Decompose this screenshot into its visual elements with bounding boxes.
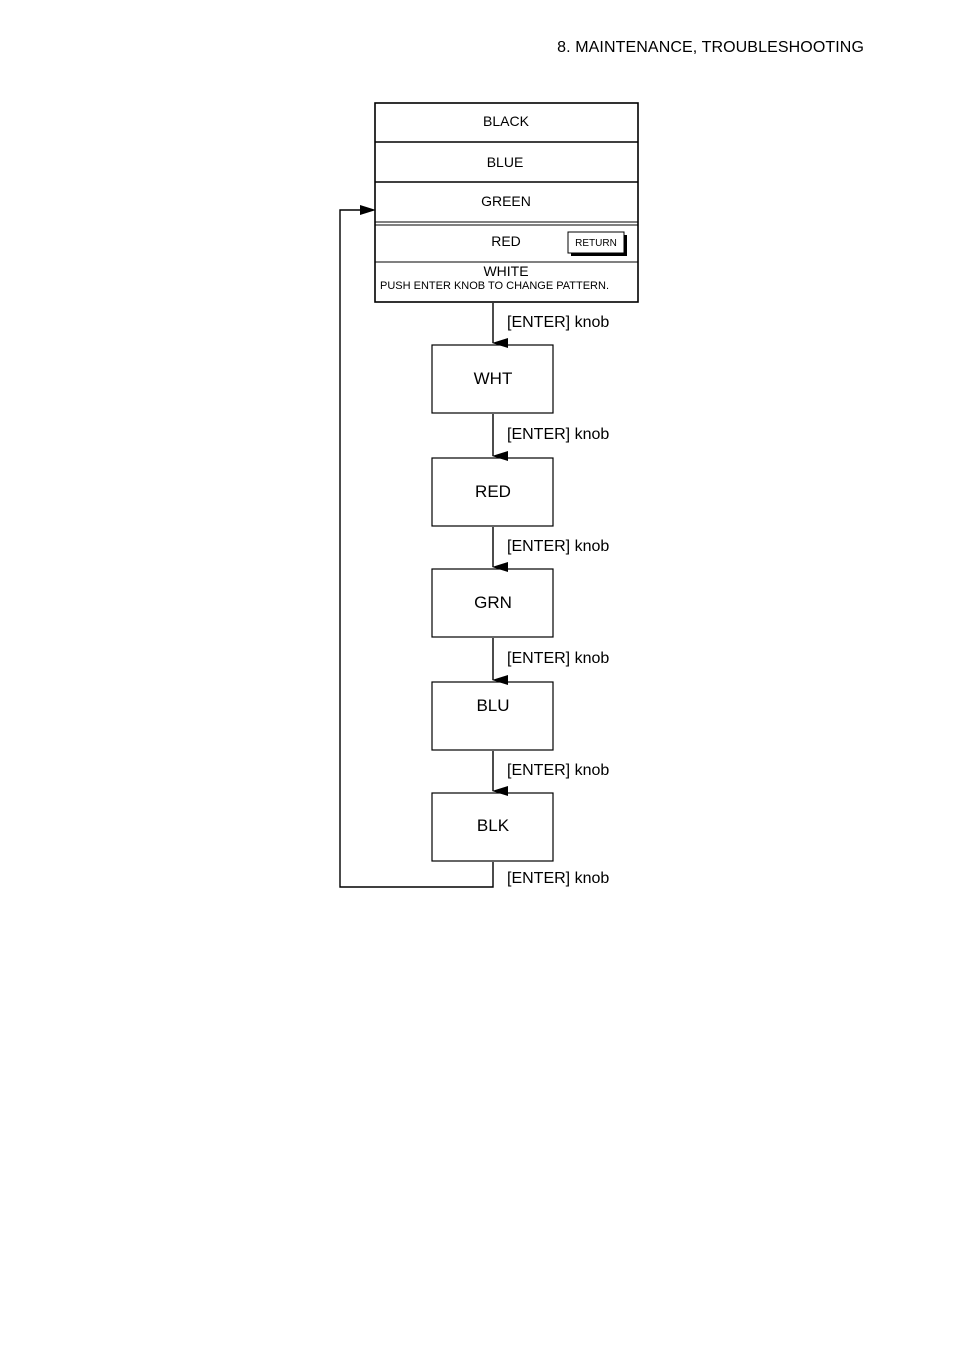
transition-label-2: [ENTER] knob	[507, 426, 609, 443]
menu-item-blue[interactable]: BLUE	[487, 154, 524, 170]
menu-item-red[interactable]: RED	[491, 233, 521, 249]
menu-item-green[interactable]: GREEN	[481, 193, 531, 209]
box-wht-label: WHT	[474, 369, 513, 388]
transition-label-4: [ENTER] knob	[507, 650, 609, 667]
transition-label-5: [ENTER] knob	[507, 762, 609, 779]
section-title: 8. MAINTENANCE, TROUBLESHOOTING	[557, 39, 864, 56]
return-button-label: RETURN	[575, 238, 617, 249]
box-blk-label: BLK	[477, 816, 510, 835]
box-grn-label: GRN	[474, 593, 512, 612]
box-grn: GRN	[431, 568, 554, 638]
box-red-label: RED	[475, 482, 511, 501]
loop-back-line	[339, 209, 494, 888]
box-blk: BLK	[431, 792, 554, 862]
pattern-menu: BLACK BLUE GREEN RED WHITE PUSH ENTER KN…	[374, 102, 639, 303]
transition-label-6: [ENTER] knob	[507, 870, 609, 887]
box-wht: WHT	[431, 344, 554, 414]
transition-label-1: [ENTER] knob	[507, 314, 609, 331]
transition-label-3: [ENTER] knob	[507, 538, 609, 555]
menu-hint: PUSH ENTER KNOB TO CHANGE PATTERN.	[380, 280, 609, 292]
box-red: RED	[431, 457, 554, 527]
menu-item-white[interactable]: WHITE	[483, 263, 528, 279]
loop-back-arrowhead	[360, 205, 376, 215]
return-button[interactable]: RETURN	[567, 231, 627, 256]
box-blu-label: BLU	[476, 696, 509, 715]
menu-frame	[374, 102, 639, 303]
box-blu: BLU	[431, 681, 554, 751]
menu-item-black[interactable]: BLACK	[483, 113, 530, 129]
